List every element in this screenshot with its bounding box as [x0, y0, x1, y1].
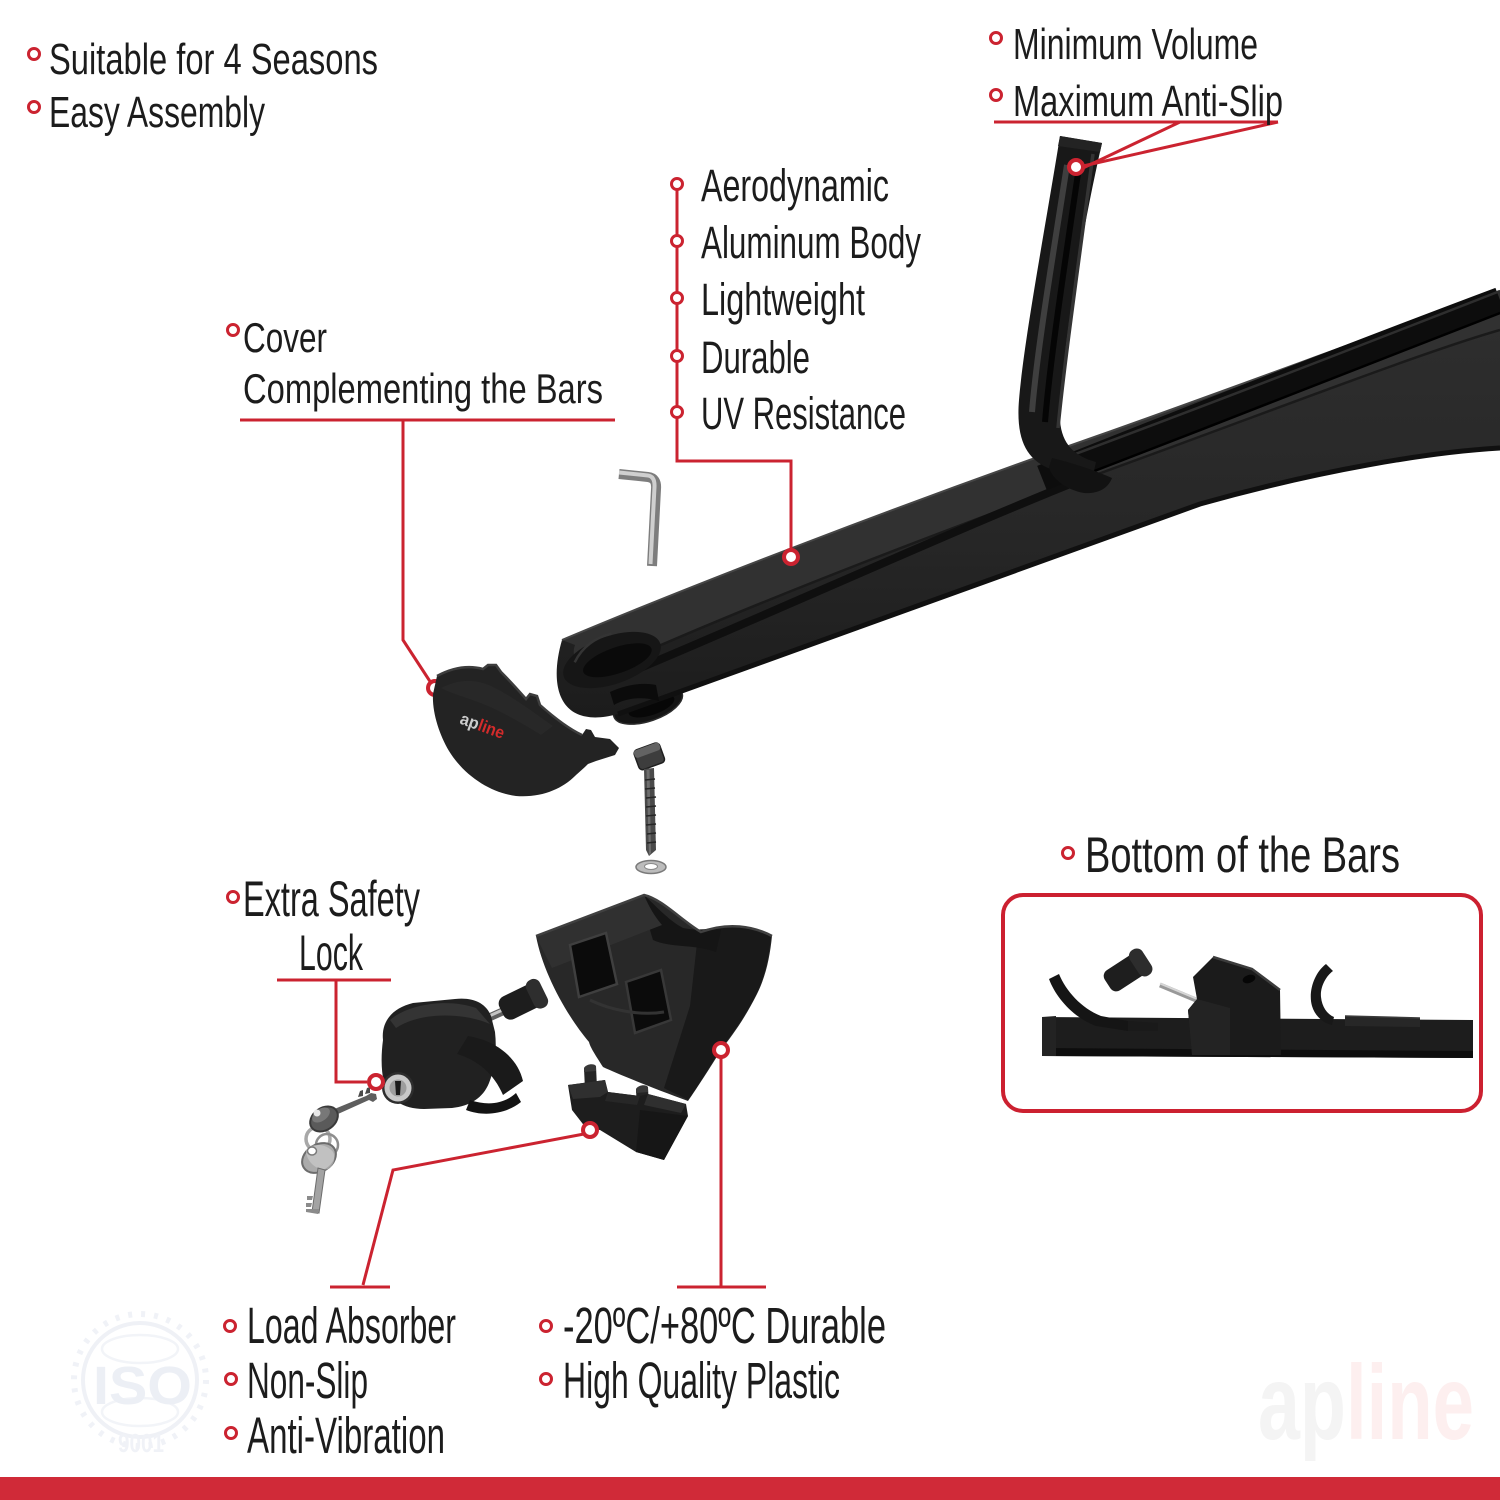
- svg-text:Aerodynamic: Aerodynamic: [701, 160, 889, 211]
- svg-text:Aluminum Body: Aluminum Body: [701, 217, 921, 268]
- svg-text:Lightweight: Lightweight: [701, 274, 865, 325]
- svg-text:Lock: Lock: [299, 925, 364, 981]
- svg-text:UV Resistance: UV Resistance: [701, 388, 906, 439]
- svg-text:Load Absorber: Load Absorber: [247, 1297, 456, 1354]
- svg-text:Maximum Anti-Slip: Maximum Anti-Slip: [1013, 77, 1283, 126]
- svg-text:Non-Slip: Non-Slip: [247, 1352, 368, 1409]
- svg-text:Bottom of the Bars: Bottom of the Bars: [1085, 827, 1400, 883]
- svg-text:9001: 9001: [118, 1428, 164, 1458]
- svg-text:Extra Safety: Extra Safety: [243, 871, 420, 927]
- svg-text:ISO: ISO: [93, 1356, 192, 1416]
- svg-text:Suitable for 4 Seasons: Suitable for 4 Seasons: [49, 35, 378, 84]
- svg-text:Anti-Vibration: Anti-Vibration: [247, 1407, 445, 1464]
- svg-text:line: line: [1346, 1344, 1474, 1462]
- svg-text:High Quality Plastic: High Quality Plastic: [563, 1352, 840, 1409]
- svg-text:Durable: Durable: [701, 332, 810, 383]
- svg-text:-20ºC/+80ºC Durable: -20ºC/+80ºC Durable: [563, 1297, 886, 1354]
- svg-text:Cover: Cover: [243, 314, 327, 361]
- svg-text:ap: ap: [1258, 1344, 1346, 1462]
- svg-text:Minimum Volume: Minimum Volume: [1013, 20, 1258, 69]
- svg-text:Complementing the Bars: Complementing the Bars: [243, 365, 603, 412]
- svg-text:Easy Assembly: Easy Assembly: [49, 88, 265, 137]
